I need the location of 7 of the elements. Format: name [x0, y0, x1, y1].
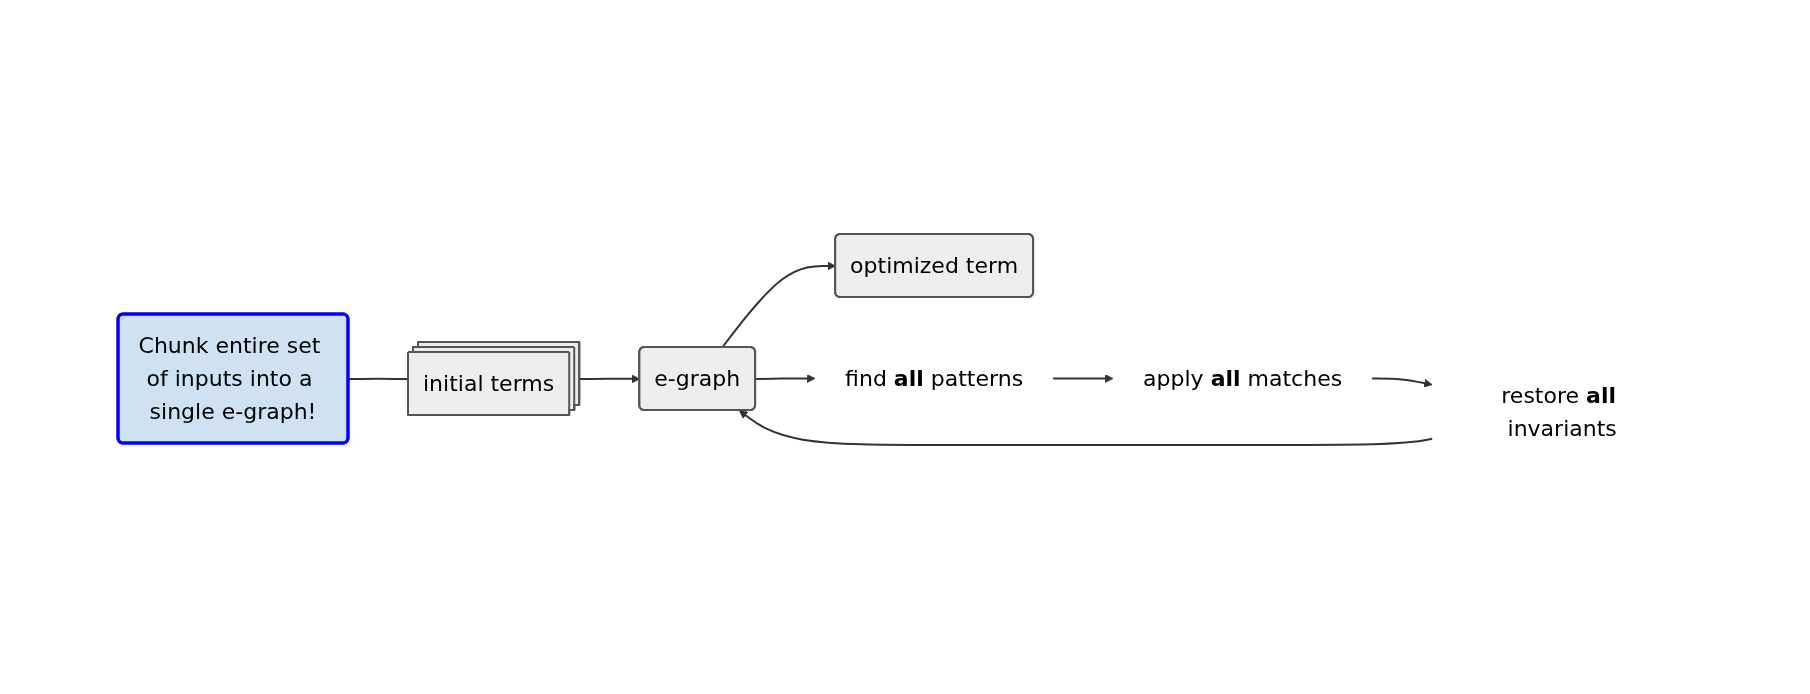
node-text: restore all invariants: [1501, 382, 1617, 441]
arrow: [738, 410, 1434, 447]
node-text: find all patterns: [845, 366, 1024, 392]
arrow: [721, 261, 836, 349]
node-text: apply all matches: [1143, 366, 1343, 392]
arrow: [1052, 374, 1114, 384]
arrow: [1371, 377, 1433, 388]
